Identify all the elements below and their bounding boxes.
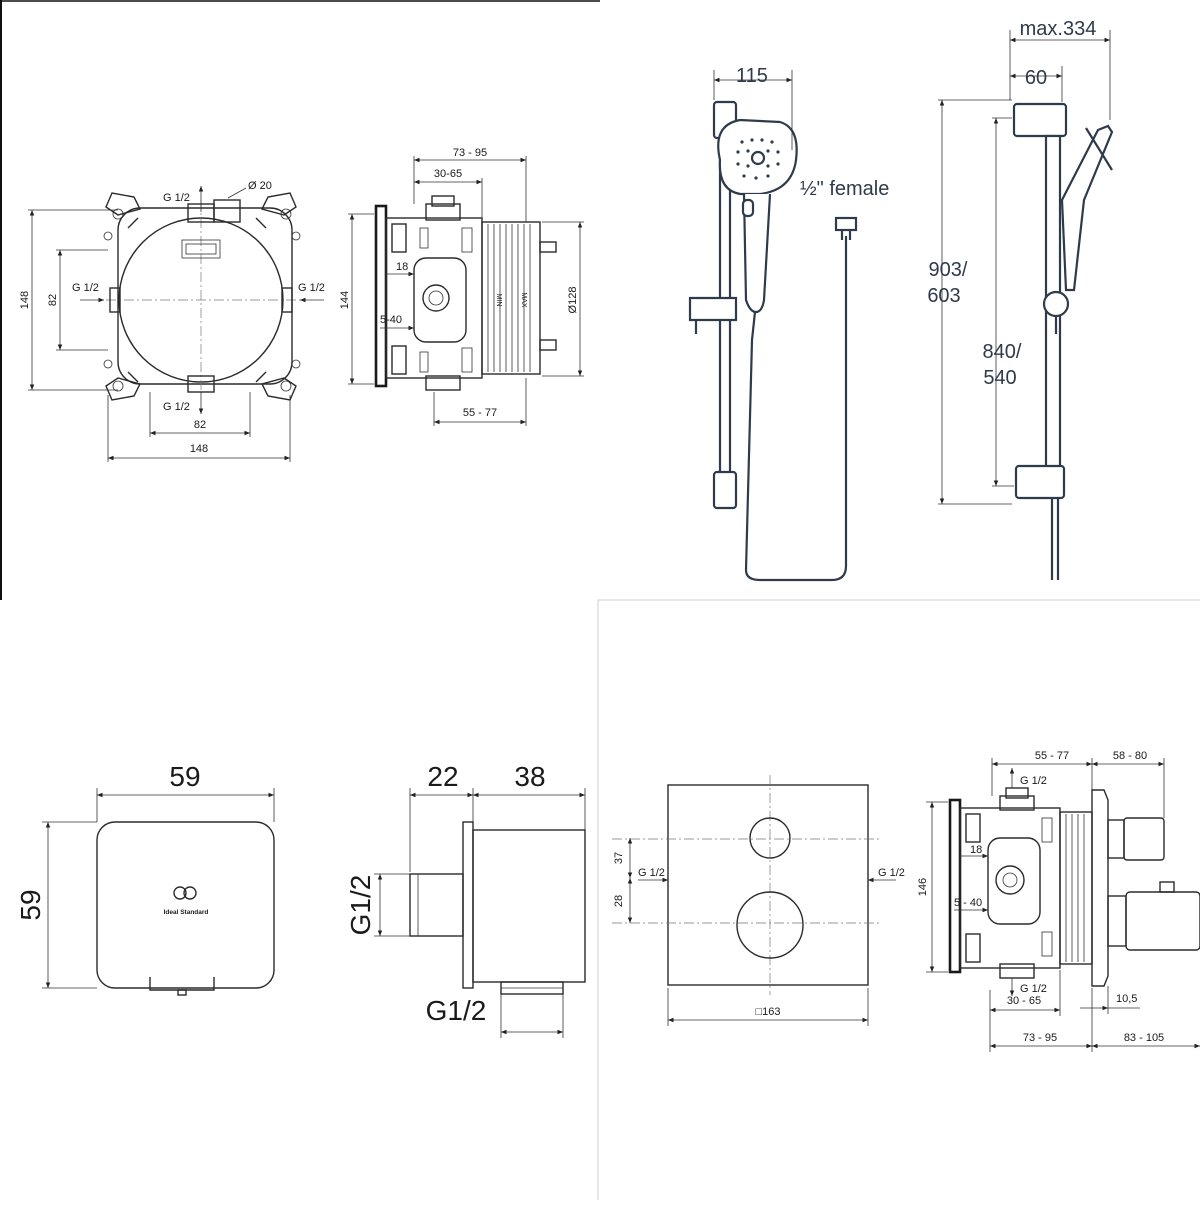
body-side-dimensions	[348, 156, 584, 426]
dim-lower-range: 55 - 77	[463, 407, 497, 419]
dim-valve-55-77: 55 - 77	[1035, 750, 1069, 762]
dim-valve-83-105: 83 - 105	[1124, 1032, 1164, 1044]
dim-valve-58-80: 58 - 80	[1113, 750, 1147, 762]
dim-face-height: 59	[15, 889, 46, 920]
rail-side-view	[1012, 102, 1114, 580]
dim-valve-73-95: 73 - 95	[1023, 1032, 1057, 1044]
label-valve-inlet-left: G 1/2	[638, 867, 665, 879]
label-thread-bottom: G1/2	[426, 995, 487, 1026]
dim-body-diameter: Ø128	[567, 287, 579, 314]
label-max-mark: MAX	[520, 292, 527, 308]
dim-body-inner-width: 82	[194, 419, 206, 431]
shower-hose	[744, 236, 848, 582]
side-slider-knob	[1042, 290, 1070, 318]
dim-depth-22: 22	[427, 761, 458, 792]
panel-shower-rail: 115 ½" female max.334 60 903/ 603 840/ 5…	[688, 18, 1114, 582]
brand-logo	[173, 886, 197, 900]
dim-top-diameter: Ø 20	[248, 180, 272, 192]
rail-slider	[688, 296, 738, 322]
valve-cover-plate	[667, 784, 869, 986]
dim-body-width: 148	[190, 443, 208, 455]
label-thread-side: G1/2	[345, 875, 376, 936]
dim-offset-18: 18	[396, 261, 408, 273]
dim-lower-offset: 28	[613, 895, 625, 907]
valve-side-plate	[1091, 789, 1109, 987]
outlet-side-dimensions	[374, 788, 586, 1038]
dim-rail-height-2: 603	[927, 285, 960, 307]
dim-body-inner-height: 82	[47, 294, 59, 306]
top-port	[213, 199, 241, 223]
valve-side-temp-knob	[1125, 891, 1200, 951]
brand-name: Ideal Standard	[164, 909, 209, 916]
side-bottom-bracket	[1014, 464, 1066, 500]
valve-side-dimensions	[926, 758, 1200, 1052]
temperature-control-knob	[736, 891, 804, 959]
dim-rail-height-1: 903/	[929, 259, 968, 281]
hand-shower-handle	[742, 193, 772, 314]
dim-valve-height: 146	[917, 878, 929, 896]
dim-fixing-distance-1: 840/	[983, 341, 1022, 363]
panel-wall-outlet: Ideal Standard 59 59	[15, 761, 586, 1038]
dim-face-width: 59	[169, 761, 200, 792]
rail-dimensions	[713, 30, 1111, 505]
outlet-face	[96, 821, 275, 989]
side-top-bracket	[1012, 102, 1068, 138]
dim-side-height: 144	[339, 291, 351, 309]
side-body-cylinder	[481, 221, 541, 375]
label-connector: ½" female	[800, 178, 889, 200]
label-inlet-top: G 1/2	[163, 192, 190, 204]
dim-upper-offset: 37	[613, 852, 625, 864]
body-front-view	[80, 186, 324, 414]
outlet-front-dimensions	[42, 788, 275, 989]
dim-fixing-distance-2: 540	[983, 367, 1016, 389]
hose-connector	[834, 216, 858, 232]
panel-thermostatic-valve: 37 28 G 1/2 G 1/2 □163	[612, 750, 1200, 1052]
dim-valve-5-40: 5 - 40	[954, 897, 982, 909]
dim-bracket-depth: 60	[1025, 67, 1047, 89]
outlet-body	[472, 829, 586, 983]
body-side-view	[374, 195, 557, 391]
valve-front-dimensions	[627, 838, 869, 1026]
label-valve-inlet-top: G 1/2	[1020, 775, 1047, 787]
label-inlet-right: G 1/2	[298, 282, 325, 294]
panel-concealed-body: 148 82 148 82 G 1/2 G 1/2 G 1/2 G 1/2 Ø …	[19, 147, 584, 462]
dim-depth-38: 38	[514, 761, 545, 792]
label-valve-inlet-right: G 1/2	[878, 867, 905, 879]
dim-body-height: 148	[19, 291, 31, 309]
label-inlet-bottom: G 1/2	[163, 401, 190, 413]
body-front-dimensions	[28, 187, 291, 462]
flow-control-knob	[749, 817, 791, 859]
dim-valve-gap: 10,5	[1116, 993, 1137, 1005]
dim-depth-inner: 30-65	[434, 168, 462, 180]
side-plate	[374, 204, 388, 388]
outlet-thread-side	[409, 873, 464, 937]
valve-side-flow-knob	[1123, 817, 1165, 861]
rail-front-view	[688, 100, 858, 582]
label-valve-inlet-bottom: G 1/2	[1020, 983, 1047, 995]
label-min-mark: MIN	[495, 294, 502, 307]
label-inlet-left: G 1/2	[72, 282, 99, 294]
side-hand-shower	[1060, 124, 1114, 292]
dim-depth-range: 73 - 95	[453, 147, 487, 159]
dim-valve-30-65: 30 - 65	[1007, 995, 1041, 1007]
valve-side-view	[948, 768, 1200, 996]
dim-plate-size: □163	[756, 1006, 781, 1018]
dim-valve-offset-18: 18	[970, 844, 982, 856]
dim-offset-5-40: 5-40	[380, 314, 402, 326]
dim-max-projection: max.334	[1020, 18, 1097, 40]
dim-head-width: 115	[736, 65, 768, 87]
rail-bottom-bracket	[712, 470, 738, 510]
outlet-side-view	[409, 821, 586, 995]
